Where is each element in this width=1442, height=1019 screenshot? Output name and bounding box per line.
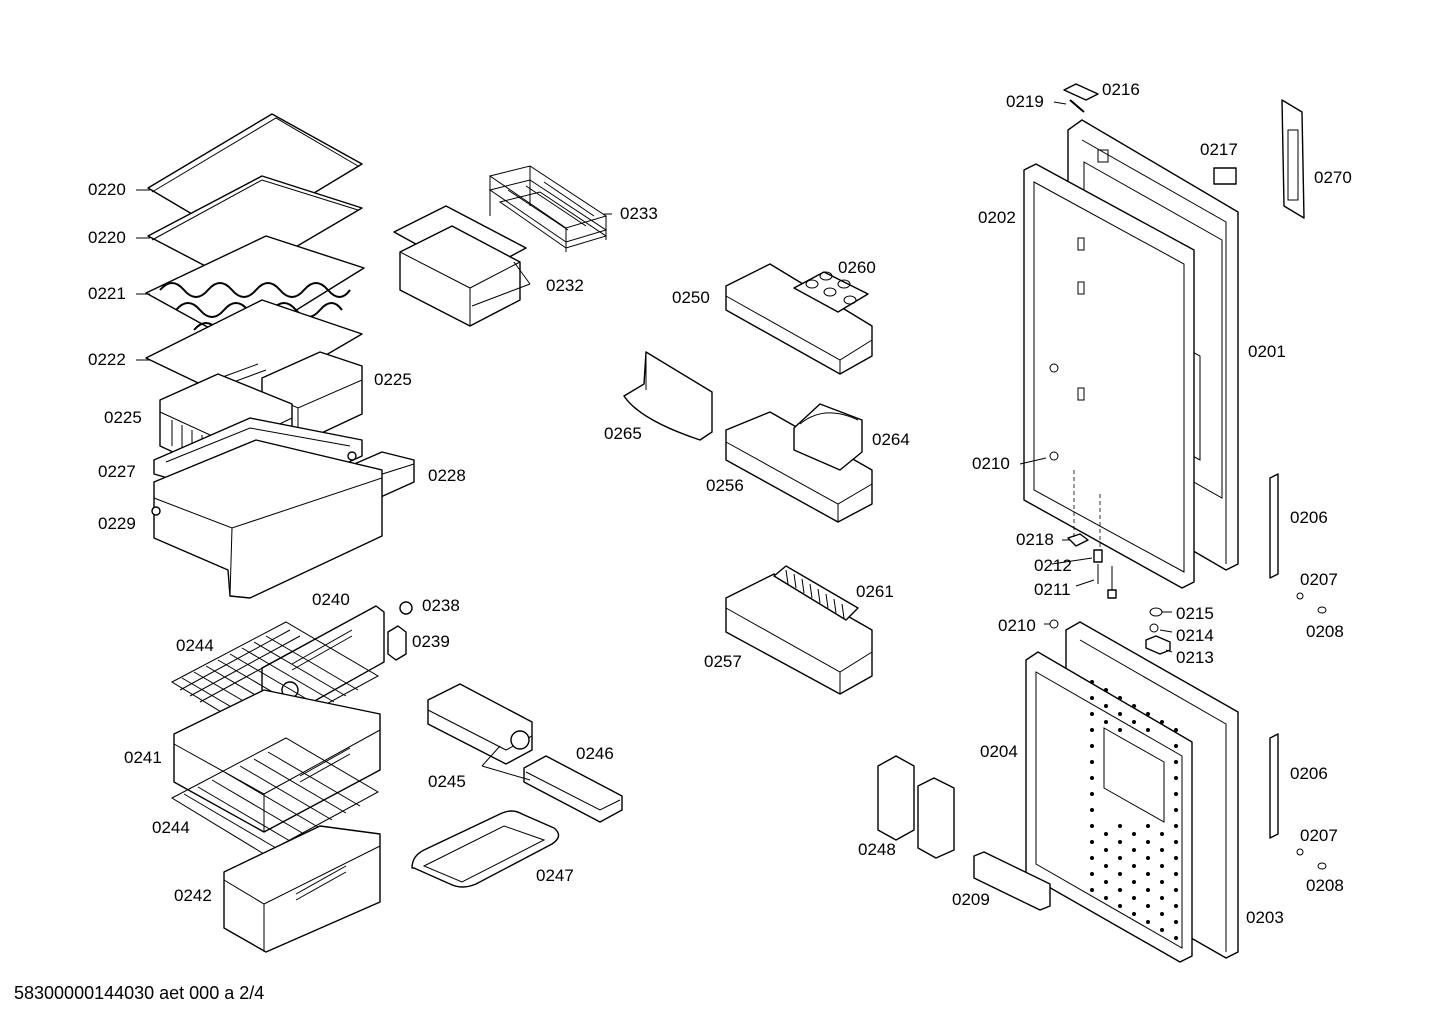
label-0210-lower: 0210 [998,616,1036,635]
cold-pack-right [917,777,955,859]
ice-cube-tray [411,810,560,888]
label-0220-upper: 0220 [88,180,126,199]
label-0219: 0219 [1006,92,1044,111]
label-0248: 0248 [858,840,896,859]
wire-rack [488,165,608,252]
label-0244-lower: 0244 [152,818,190,837]
label-0247: 0247 [536,866,574,885]
label-0264: 0264 [872,430,910,449]
label-0228: 0228 [428,466,466,485]
control-panel [1281,99,1305,219]
leader-lines [136,101,1173,653]
butter-dish [793,403,863,471]
label-0206-lower: 0206 [1290,764,1328,783]
label-0206-upper: 0206 [1290,508,1328,527]
hinge-block [1067,533,1089,547]
hinge-cap [399,601,413,615]
label-0238: 0238 [422,596,460,615]
label-0211: 0211 [1034,580,1071,599]
label-0216: 0216 [1102,80,1140,99]
label-0207-lower: 0207 [1300,826,1338,845]
label-0246: 0246 [576,744,614,763]
label-0212: 0212 [1034,556,1072,575]
label-0244-upper: 0244 [176,636,214,655]
label-0225-right: 0225 [374,370,412,389]
bottle-guide [623,351,713,441]
hinge-parts-small [1145,592,1327,870]
label-0261: 0261 [856,582,894,601]
handle-cap [1213,167,1237,185]
freezer-flap [973,851,1051,911]
freezer-dot-pattern [1090,680,1178,940]
lower-door-gasket [1025,651,1193,963]
label-0260: 0260 [838,258,876,277]
upper-door-gasket [1023,163,1195,589]
label-0204: 0204 [980,742,1018,761]
label-0210-upper: 0210 [972,454,1010,473]
label-0232: 0232 [546,276,584,295]
freezer-drawer-lower [223,825,381,953]
label-0241: 0241 [124,748,162,767]
label-0208-upper: 0208 [1306,622,1344,641]
label-0201: 0201 [1248,342,1286,361]
freezer-drawer-upper [173,689,381,833]
ice-container [523,755,623,823]
label-0270: 0270 [1314,168,1352,187]
door-handle-upper [1269,473,1279,579]
label-0222: 0222 [88,350,126,369]
label-0217: 0217 [1200,140,1238,159]
door-shelf-middle [725,411,873,523]
egg-tray [793,271,869,313]
storage-basket [393,205,527,327]
label-0220-lower: 0220 [88,228,126,247]
door-shelf-upper [725,263,873,375]
hinge-pin [1069,99,1085,113]
label-0233: 0233 [620,204,658,223]
label-0215: 0215 [1176,604,1214,623]
label-0225-left: 0225 [104,408,142,427]
label-0240: 0240 [312,590,350,609]
label-0203: 0203 [1246,908,1284,927]
label-0221: 0221 [88,284,126,303]
hinge-screws [1093,549,1117,599]
bottle-divider [773,565,859,621]
label-0229: 0229 [98,514,136,533]
label-0208-lower: 0208 [1306,876,1344,895]
label-0257: 0257 [704,652,742,671]
hinge-bracket [387,625,407,661]
ice-box [427,683,533,765]
hinge-cover [1063,83,1099,101]
crisper-bottom [151,439,383,599]
label-0202: 0202 [978,208,1016,227]
label-0213: 0213 [1176,648,1214,667]
label-0209: 0209 [952,890,990,909]
label-0265: 0265 [604,424,642,443]
wire-shelf-lower [170,737,380,855]
label-0207-upper: 0207 [1300,570,1338,589]
label-0218: 0218 [1016,530,1054,549]
label-0245: 0245 [428,772,466,791]
cold-pack-left [877,755,915,841]
door-shelf-bottle [725,573,873,695]
drawing-reference: 58300000144030 aet 000 a 2/4 [14,983,265,1003]
label-0250: 0250 [672,288,710,307]
door-handle-lower [1269,733,1279,839]
label-0227: 0227 [98,462,136,481]
label-0239: 0239 [412,632,450,651]
label-0214: 0214 [1176,626,1214,645]
label-0256: 0256 [706,476,744,495]
label-0242: 0242 [174,886,212,905]
